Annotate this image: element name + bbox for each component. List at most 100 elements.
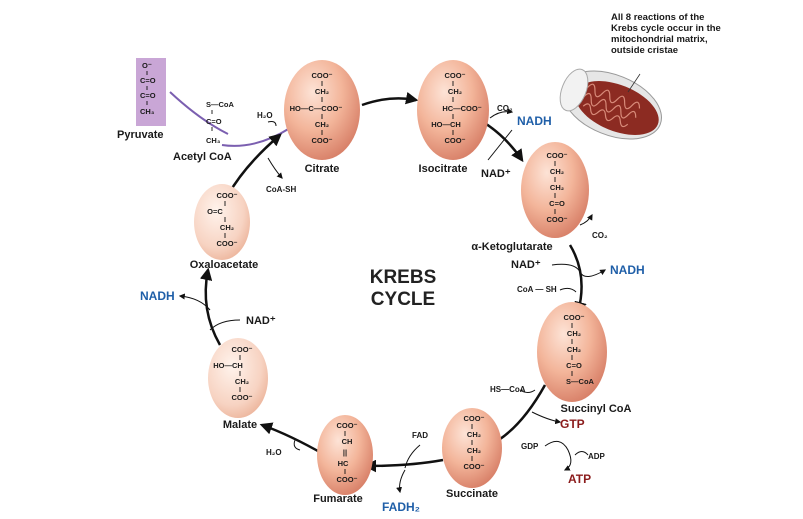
citrate-label: Citrate bbox=[305, 163, 340, 175]
acetyl-coa-molecule: S—CoA C=O CH₃ Acetyl CoA bbox=[173, 100, 235, 163]
succinate-struct-1: CH₂ bbox=[467, 430, 481, 439]
nad-in-arrow-1 bbox=[487, 129, 513, 161]
note-line-4: outside cristae bbox=[611, 45, 678, 56]
ketoglutarate-label: α-Ketoglutarate bbox=[471, 241, 552, 253]
nadh-label-1: NADH bbox=[517, 114, 552, 128]
ketoglutarate-molecule: COO⁻ CH₂ CH₂ C=O COO⁻ α-Ketoglutarate bbox=[471, 142, 589, 253]
oxaloacetate-label: Oxaloacetate bbox=[190, 259, 258, 271]
oxaloacetate-struct-0: COO⁻ bbox=[216, 191, 237, 200]
fadh2-label: FADH₂ bbox=[382, 500, 420, 514]
arrow-succinate-fumarate bbox=[363, 458, 444, 473]
nad-label-3: NAD⁺ bbox=[246, 315, 276, 327]
note-line-2: Krebs cycle occur in the bbox=[611, 23, 721, 34]
note-line-3: mitochondrial matrix, bbox=[611, 34, 708, 45]
acetyl-struct-0: S—CoA bbox=[206, 100, 235, 109]
citrate-molecule: COO⁻ CH₂ HO—C—COO⁻ CH₂ COO⁻ Citrate bbox=[284, 60, 360, 175]
side-arrows bbox=[178, 108, 607, 494]
malate-struct-3: COO⁻ bbox=[231, 393, 252, 402]
atp-label: ATP bbox=[568, 472, 591, 486]
succinylcoa-struct-3: C=O bbox=[566, 361, 582, 370]
fumarate-struct-2: || bbox=[343, 448, 347, 457]
gdp-label: GDP bbox=[521, 442, 539, 451]
succinate-struct-3: COO⁻ bbox=[463, 462, 484, 471]
nadh-out-arrow-3 bbox=[178, 293, 211, 311]
h2o-label-2: H₂O bbox=[266, 448, 282, 457]
succinate-struct-0: COO⁻ bbox=[463, 414, 484, 423]
co2-label-2: CO₂ bbox=[592, 231, 608, 240]
citrate-struct-3: CH₂ bbox=[315, 120, 329, 129]
gtp-out-arrow bbox=[531, 411, 562, 425]
citrate-struct-0: COO⁻ bbox=[311, 71, 332, 80]
malate-struct-1: HO—CH bbox=[213, 361, 243, 370]
coa-sh-out-arrow bbox=[267, 157, 283, 179]
co2-out-arrow-2 bbox=[579, 213, 593, 226]
fad-label: FAD bbox=[412, 431, 428, 440]
succinyl-coa-molecule: COO⁻ CH₂ CH₂ C=O S—CoA Succinyl CoA bbox=[537, 302, 632, 415]
isocitrate-struct-2: HC—COO⁻ bbox=[442, 104, 481, 113]
succinylcoa-struct-4: S—CoA bbox=[566, 377, 595, 386]
fadh2-out-arrow bbox=[396, 469, 406, 494]
hs-coa-label: HS—CoA bbox=[490, 385, 526, 394]
pyruvate-to-acetyl-arrow bbox=[169, 91, 229, 135]
isocitrate-molecule: COO⁻ CH₂ HC—COO⁻ HO—CH COO⁻ Isocitrate bbox=[417, 60, 489, 175]
gtp-label: GTP bbox=[560, 417, 585, 431]
isocitrate-struct-3: HO—CH bbox=[431, 120, 461, 129]
fumarate-molecule: COO⁻ CH || HC COO⁻ Fumarate bbox=[313, 415, 373, 505]
fumarate-struct-1: CH bbox=[342, 437, 353, 446]
succinate-struct-2: CH₂ bbox=[467, 446, 481, 455]
fumarate-struct-3: HC bbox=[338, 459, 349, 468]
cycle-title-line-2: CYCLE bbox=[371, 289, 435, 310]
arrow-citrate-isocitrate bbox=[361, 91, 419, 107]
acetyl-struct-1: C=O bbox=[206, 117, 222, 126]
arrow-malate-oxaloacetate bbox=[199, 267, 222, 346]
nad-in-arrow-3 bbox=[209, 319, 241, 331]
acetyl-struct-2: CH₃ bbox=[206, 136, 221, 145]
malate-molecule: COO⁻ HO—CH CH₂ COO⁻ Malate bbox=[208, 338, 268, 431]
cycle-title-line-1: KREBS bbox=[370, 267, 437, 288]
fumarate-struct-4: COO⁻ bbox=[336, 475, 357, 484]
succinate-label: Succinate bbox=[446, 488, 498, 500]
malate-label: Malate bbox=[223, 419, 257, 431]
oxaloacetate-struct-1: O=C bbox=[207, 207, 223, 216]
adp-label: ADP bbox=[588, 452, 606, 461]
succinylcoa-struct-0: COO⁻ bbox=[563, 313, 584, 322]
nad-nadh-arrow-2 bbox=[551, 263, 607, 277]
oxaloacetate-struct-2: CH₂ bbox=[220, 223, 234, 232]
fad-in-arrow bbox=[404, 444, 421, 469]
coa-sh-label-2: CoA — SH bbox=[517, 285, 557, 294]
h2o-label-1: H₂O bbox=[257, 111, 273, 120]
arrow-ketoglutarate-succinylcoa bbox=[568, 244, 587, 315]
succinylcoa-struct-1: CH₂ bbox=[567, 329, 581, 338]
citrate-struct-1: CH₂ bbox=[315, 87, 329, 96]
note-line-1: All 8 reactions of the bbox=[611, 12, 704, 23]
isocitrate-struct-0: COO⁻ bbox=[444, 71, 465, 80]
ketoglutarate-struct-2: CH₂ bbox=[550, 183, 564, 192]
citrate-struct-2: HO—C—COO⁻ bbox=[290, 104, 343, 113]
acetyl-to-citrate-arrow bbox=[221, 127, 291, 147]
nadh-label-3: NADH bbox=[140, 289, 175, 303]
oxaloacetate-struct-3: COO⁻ bbox=[216, 239, 237, 248]
acetyl-coa-label: Acetyl CoA bbox=[173, 151, 232, 163]
gdp-atp-arrow bbox=[544, 440, 572, 471]
succinyl-coa-label: Succinyl CoA bbox=[561, 403, 632, 415]
fumarate-struct-0: COO⁻ bbox=[336, 421, 357, 430]
nad-label-2: NAD⁺ bbox=[511, 259, 541, 271]
ketoglutarate-struct-4: COO⁻ bbox=[546, 215, 567, 224]
ketoglutarate-struct-0: COO⁻ bbox=[546, 151, 567, 160]
mitochondrion-illustration bbox=[559, 68, 663, 140]
h2o-in-arrow-2 bbox=[293, 439, 301, 451]
co2-out-arrow-1 bbox=[489, 108, 514, 119]
co2-label-1: CO₂ bbox=[497, 104, 513, 113]
fumarate-label: Fumarate bbox=[313, 493, 363, 505]
pyruvate-molecule: O⁻ C=O C=O CH₃ Pyruvate bbox=[117, 58, 166, 141]
citrate-struct-4: COO⁻ bbox=[311, 136, 332, 145]
oxaloacetate-molecule: COO⁻ O=C CH₂ COO⁻ Oxaloacetate bbox=[190, 184, 258, 271]
nad-label-1: NAD⁺ bbox=[481, 168, 511, 180]
coa-sh-label-1: CoA-SH bbox=[266, 185, 296, 194]
pyruvate-struct-1: C=O bbox=[140, 76, 156, 85]
pyruvate-struct-0: O⁻ bbox=[142, 61, 152, 70]
malate-struct-2: CH₂ bbox=[235, 377, 249, 386]
malate-struct-0: COO⁻ bbox=[231, 345, 252, 354]
